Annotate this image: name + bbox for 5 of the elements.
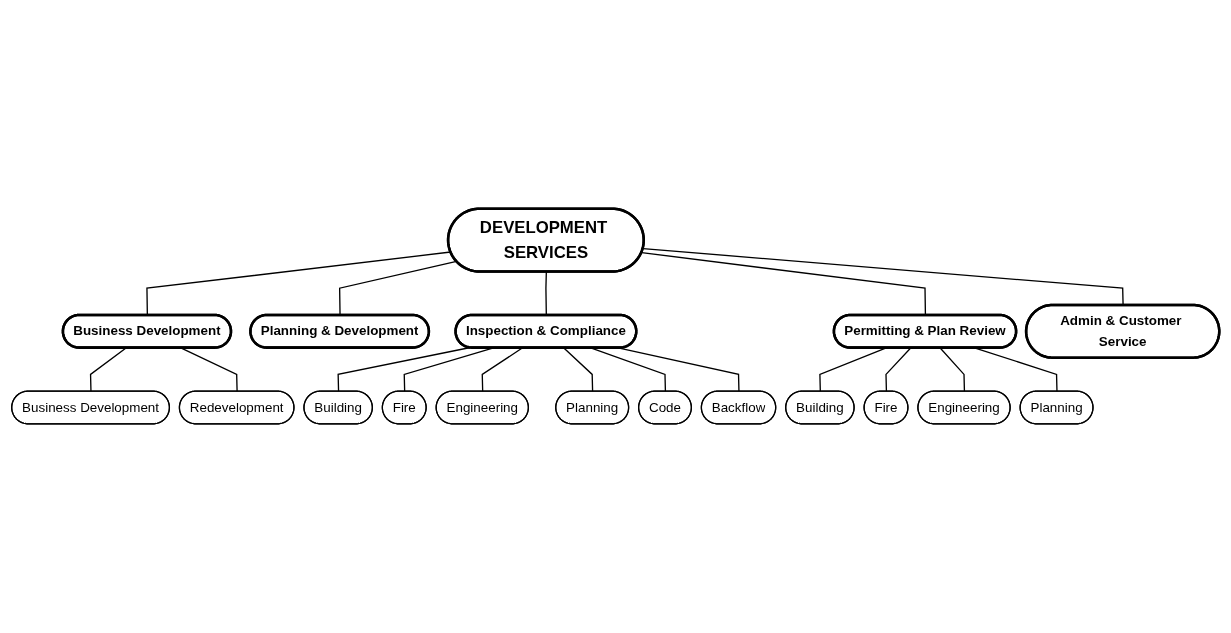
connector xyxy=(939,347,966,393)
connector xyxy=(885,347,912,393)
connector xyxy=(89,347,127,393)
connector xyxy=(563,347,594,393)
connector xyxy=(481,347,523,393)
